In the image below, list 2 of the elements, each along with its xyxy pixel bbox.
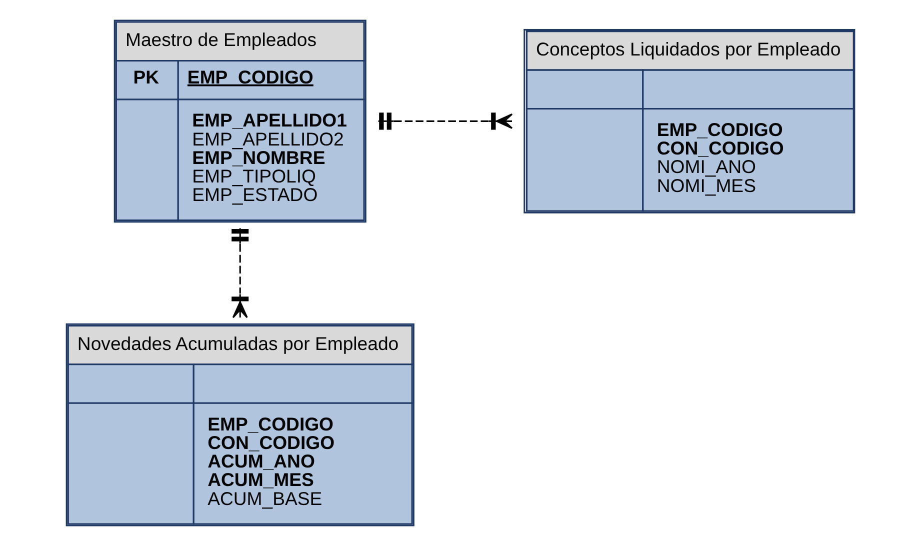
connector [378, 112, 513, 130]
connector [232, 228, 249, 318]
